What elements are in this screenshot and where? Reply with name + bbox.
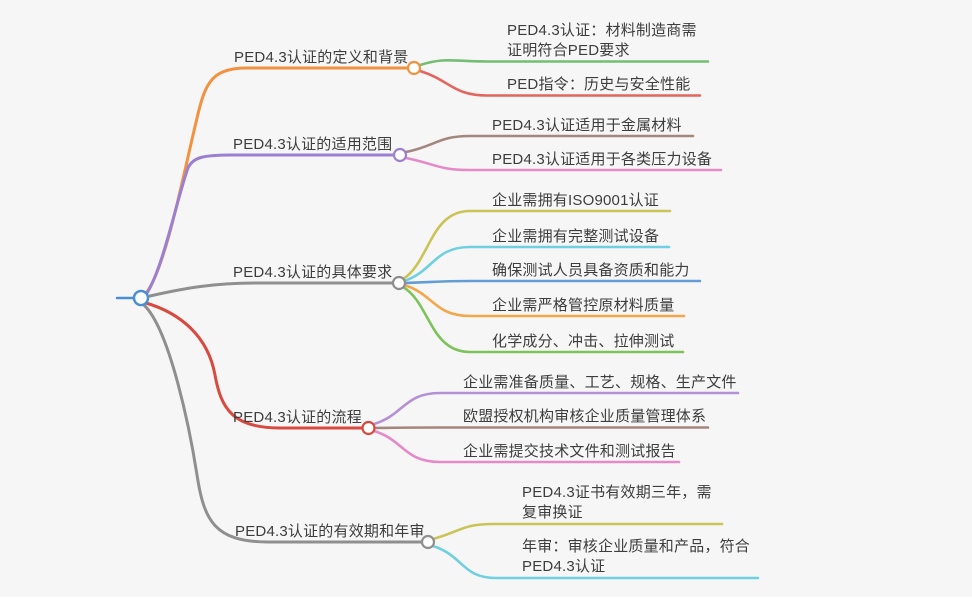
- branch-5-line: [142, 303, 423, 544]
- root-node[interactable]: [132, 289, 150, 307]
- branch-2-leaf-1-line: [404, 134, 695, 154]
- branch-1-leaf-1-text[interactable]: PED4.3认证：材料制造商需 证明符合PED要求: [507, 22, 697, 59]
- branch-3-node[interactable]: [391, 275, 407, 291]
- branch-2-leaf-2-text[interactable]: PED4.3认证适用于各类压力设备: [492, 151, 713, 168]
- branch-1-leaf-1-line: [418, 58, 710, 67]
- branch-3-leaf-2-text[interactable]: 企业需拥有完整测试设备: [492, 228, 660, 245]
- branch-5-node[interactable]: [420, 534, 436, 550]
- branch-5-label[interactable]: PED4.3认证的有效期和年审: [235, 523, 425, 540]
- branch-4-label[interactable]: PED4.3认证的流程: [233, 409, 362, 426]
- branch-2-leaf-2-line: [404, 156, 723, 172]
- branch-2-leaf-1-text[interactable]: PED4.3认证适用于金属材料: [492, 117, 682, 134]
- branch-1-leaf-2-text[interactable]: PED指令：历史与安全性能: [507, 76, 691, 93]
- branch-3-leaf-5-line: [401, 285, 685, 354]
- branch-2-label[interactable]: PED4.3认证的适用范围: [233, 136, 393, 153]
- branch-3-line: [148, 281, 394, 298]
- branch-3-leaf-3-line: [403, 279, 702, 285]
- branch-1-leaf-2-line: [418, 69, 702, 97]
- branch-4-leaf-3-text[interactable]: 企业需提交技术文件和测试报告: [463, 443, 676, 460]
- branch-5-leaf-1-text[interactable]: PED4.3证书有效期三年，需 复审换证: [522, 484, 712, 521]
- branch-4-line: [144, 301, 364, 430]
- branch-4-leaf-2-line: [372, 426, 710, 430]
- branch-5-leaf-2-text[interactable]: 年审：审核企业质量和产品，符合 PED4.3认证: [522, 538, 751, 575]
- branch-5-leaf-1-line: [431, 522, 724, 541]
- branch-3-leaf-1-line: [401, 209, 672, 281]
- branch-4-node[interactable]: [361, 420, 376, 436]
- branch-1-label[interactable]: PED4.3认证的定义和背景: [234, 49, 409, 66]
- branch-5-leaf-2-line: [431, 544, 760, 580]
- branch-3-leaf-4-line: [402, 283, 686, 318]
- branch-1-line: [145, 66, 410, 294]
- branch-3-leaf-4-text[interactable]: 企业需严格管控原材料质量: [492, 297, 675, 314]
- branch-3-leaf-3-text[interactable]: 确保测试人员具备资质和能力: [492, 262, 690, 279]
- branch-3-label[interactable]: PED4.3认证的具体要求: [233, 264, 393, 281]
- branch-2-node[interactable]: [392, 147, 408, 163]
- bottom-edge-strip: [0, 597, 972, 602]
- branch-4-leaf-2-text[interactable]: 欧盟授权机构审核企业质量管理体系: [463, 408, 707, 425]
- branch-2-line: [145, 153, 395, 295]
- branch-3-leaf-5-text[interactable]: 化学成分、冲击、拉伸测试: [492, 333, 675, 350]
- branch-4-leaf-1-line: [372, 391, 740, 426]
- branch-4-leaf-1-text[interactable]: 企业需准备质量、工艺、规格、生产文件: [463, 374, 737, 391]
- branch-3-leaf-1-text[interactable]: 企业需拥有ISO9001认证: [492, 192, 660, 209]
- branch-4-leaf-3-line: [372, 429, 681, 464]
- branch-1-node[interactable]: [406, 60, 422, 76]
- branch-3-leaf-2-line: [402, 245, 671, 283]
